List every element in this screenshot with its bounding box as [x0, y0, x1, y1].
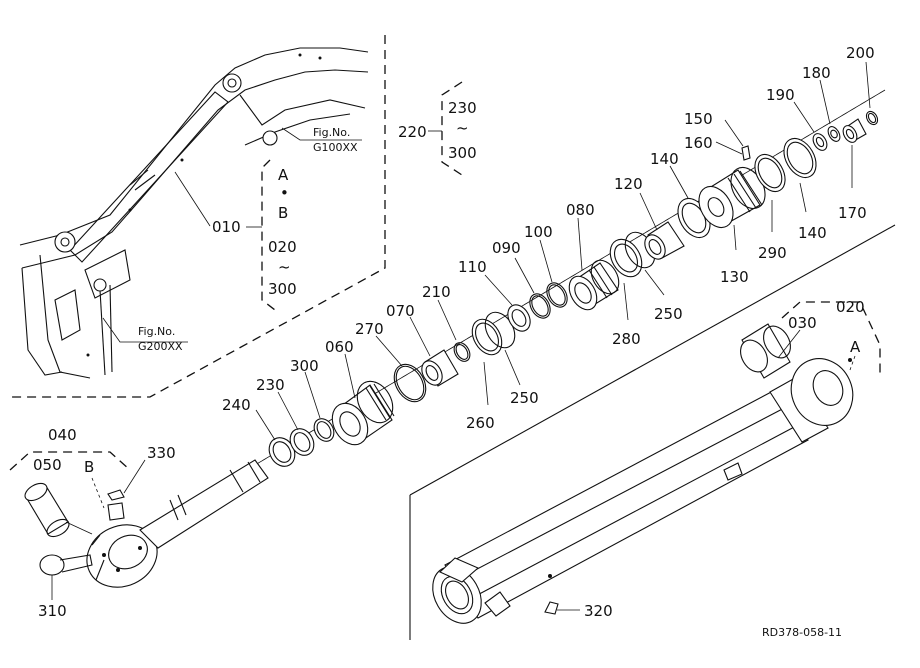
- part-number: 310: [38, 602, 67, 620]
- part-number: 300: [290, 357, 319, 375]
- fig-ref-number: G200XX: [138, 340, 183, 353]
- part-number: 140: [650, 150, 679, 168]
- part-number: 110: [458, 258, 487, 276]
- piston-080: 080: [566, 201, 620, 311]
- ring-140-b: 140: [783, 137, 827, 242]
- grease-nipple-320: 320: [544, 601, 613, 620]
- part-number: 140: [798, 224, 827, 242]
- point-label: A: [850, 338, 861, 356]
- part-number: 090: [492, 239, 521, 257]
- part-number: 160: [684, 134, 713, 152]
- piston-rod-040: 040: [9, 426, 269, 588]
- figure-reference-g200: Fig.No. G200XX: [102, 317, 188, 353]
- part-number: 210: [422, 283, 451, 301]
- range-label: B: [278, 204, 288, 222]
- part-number: 250: [654, 305, 683, 323]
- part-number: 020: [836, 298, 865, 316]
- fig-ref-label: Fig.No.: [313, 126, 350, 139]
- o-ring-270: 270: [355, 320, 427, 403]
- part-number: 170: [838, 204, 867, 222]
- ring-300: 300: [290, 357, 335, 442]
- fig-ref-label: Fig.No.: [138, 325, 175, 338]
- range-label: A: [278, 166, 289, 184]
- part-number: 260: [466, 414, 495, 432]
- bushing-170: 170: [838, 118, 867, 222]
- nut-180: 180: [802, 64, 841, 142]
- bushing-030: 030: [740, 314, 817, 379]
- range-start: 230: [448, 99, 477, 117]
- part-number: 100: [524, 223, 553, 241]
- fig-ref-number: G100XX: [313, 141, 358, 154]
- part-number: 250: [510, 389, 539, 407]
- ring-230: 230: [256, 376, 315, 456]
- callout-330: B 330: [84, 444, 176, 509]
- part-number: 290: [758, 244, 787, 262]
- range-end: 300: [448, 144, 477, 162]
- collar-070: 070: [386, 302, 459, 387]
- range-separator: •: [280, 184, 289, 202]
- part-number: 120: [614, 175, 643, 193]
- set-screw-150-160: 150 160: [684, 110, 751, 161]
- range-start: 020: [268, 238, 297, 256]
- range-tilde: ~: [278, 258, 291, 276]
- ring-290: 290: [754, 153, 787, 262]
- drawing-code: RD378-058-11: [762, 626, 842, 639]
- callout-220: 220 230 ~ 300: [398, 81, 477, 176]
- part-number: 200: [846, 44, 875, 62]
- seal-280: 280: [609, 238, 643, 348]
- part-number: 030: [788, 314, 817, 332]
- part-number: 080: [566, 201, 595, 219]
- washer-190: 190: [766, 86, 828, 151]
- collar-120: 120: [614, 175, 685, 260]
- part-number: 220: [398, 123, 427, 141]
- cylinder-tube-inset: 020 A: [409, 224, 896, 640]
- part-number: 320: [584, 602, 613, 620]
- part-number: 010: [212, 218, 241, 236]
- part-number: 150: [684, 110, 713, 128]
- part-number: 190: [766, 86, 795, 104]
- pin-310: 310: [38, 554, 93, 620]
- seal-260: 260: [466, 318, 503, 432]
- part-number: 050: [33, 456, 62, 474]
- ring-200: 200: [846, 44, 879, 126]
- range-end: 300: [268, 280, 297, 298]
- boom-assembly-inset: [10, 35, 386, 398]
- point-label: B: [84, 458, 94, 476]
- ring-110: 110: [458, 258, 531, 332]
- cylinder-head-060: 060: [325, 338, 395, 446]
- part-number: 130: [720, 268, 749, 286]
- part-number: 240: [222, 396, 251, 414]
- ring-100: 100: [524, 223, 568, 308]
- range-tilde: ~: [456, 119, 469, 137]
- piston-130: 130: [698, 166, 766, 286]
- part-number: 280: [612, 330, 641, 348]
- part-number: 330: [147, 444, 176, 462]
- part-number: 040: [48, 426, 77, 444]
- part-number: 230: [256, 376, 285, 394]
- part-number: 070: [386, 302, 415, 320]
- callout-010: 010 A • B 020 ~ 300: [174, 159, 297, 311]
- bushing-050: 050: [24, 456, 93, 538]
- ring-090: 090: [492, 239, 551, 319]
- part-number: 060: [325, 338, 354, 356]
- seal-240: 240: [222, 396, 296, 467]
- figure-reference-g100: Fig.No. G100XX: [281, 126, 362, 154]
- part-number: 270: [355, 320, 384, 338]
- ring-210: 210: [422, 283, 471, 362]
- part-number: 180: [802, 64, 831, 82]
